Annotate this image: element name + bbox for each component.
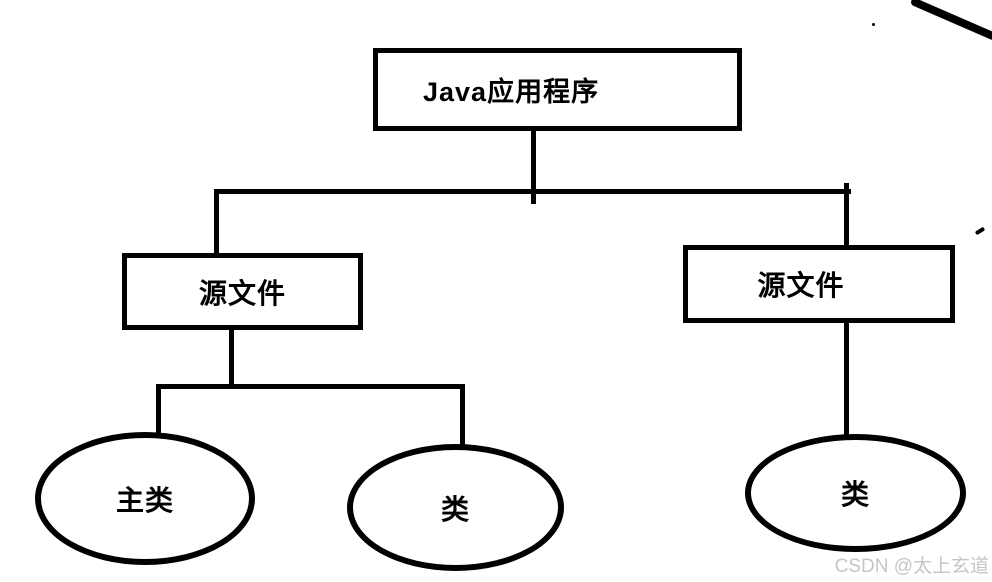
node-class-right: 类 (745, 434, 966, 552)
node-java-application-label: Java应用程序 (423, 77, 600, 107)
node-java-application: Java应用程序 (373, 48, 742, 131)
node-source-file-right: 源文件 (683, 245, 955, 323)
node-source-file-left-label: 源文件 (198, 277, 286, 309)
stray-dot-mark (872, 23, 875, 26)
node-class-right-label: 类 (840, 479, 870, 510)
stray-dash-mark (974, 226, 986, 236)
edge-level2-horizontal (156, 384, 465, 389)
node-class-middle: 类 (347, 444, 564, 571)
stray-scribble-mark (909, 0, 992, 42)
node-main-class: 主类 (35, 432, 255, 565)
edge-branch-to-source-right (844, 183, 849, 246)
edge-level1-horizontal (214, 189, 851, 194)
node-main-class-label: 主类 (115, 484, 174, 516)
node-source-file-left: 源文件 (122, 253, 363, 330)
edge-branch-to-class-middle (460, 384, 465, 449)
edge-branch-to-main-class (156, 384, 161, 435)
edge-java-to-branch (531, 131, 536, 204)
node-source-file-right-label: 源文件 (757, 270, 845, 301)
edge-branch-to-source-left (214, 189, 219, 255)
edge-source-left-to-branch (229, 327, 234, 389)
csdn-watermark: CSDN @太上玄道 (834, 556, 989, 577)
node-class-middle-label: 类 (440, 493, 470, 525)
edge-source-right-to-class (844, 320, 849, 438)
